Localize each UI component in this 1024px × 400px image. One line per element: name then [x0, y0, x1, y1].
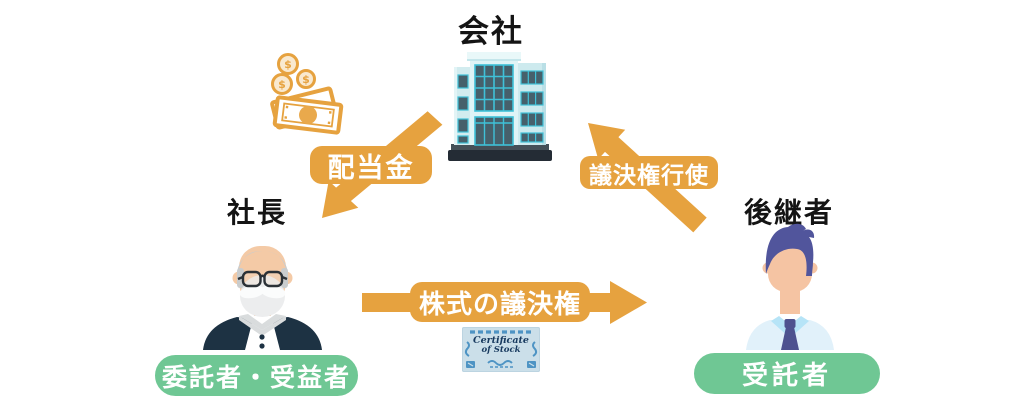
- svg-text:$: $: [284, 58, 292, 71]
- successor-title: 後継者: [744, 196, 835, 229]
- dividend-arrow-label: 配当金: [310, 146, 432, 184]
- successor-avatar: [746, 223, 834, 350]
- company-title: 会社: [458, 14, 524, 50]
- president-role-badge: 委託者・受益者: [155, 355, 358, 396]
- stock-certificate-icon: Certificate of Stock: [462, 327, 540, 372]
- voting-exercise-arrow-label: 議決権行使: [580, 156, 718, 189]
- certificate-title-line2: of Stock: [481, 344, 521, 355]
- company-building-icon: [448, 52, 552, 161]
- money-icon: $ $ $: [270, 53, 344, 135]
- stock-certificate-text: Certificate of Stock: [462, 336, 540, 355]
- svg-text:$: $: [302, 73, 310, 86]
- president-title: 社長: [227, 196, 288, 229]
- president-avatar: [203, 246, 322, 350]
- successor-role-badge: 受託者: [694, 353, 880, 394]
- certificate-title-line1: Certificate: [473, 335, 529, 346]
- stock-voting-arrow-label: 株式の議決権: [410, 282, 590, 322]
- svg-text:$: $: [278, 78, 286, 91]
